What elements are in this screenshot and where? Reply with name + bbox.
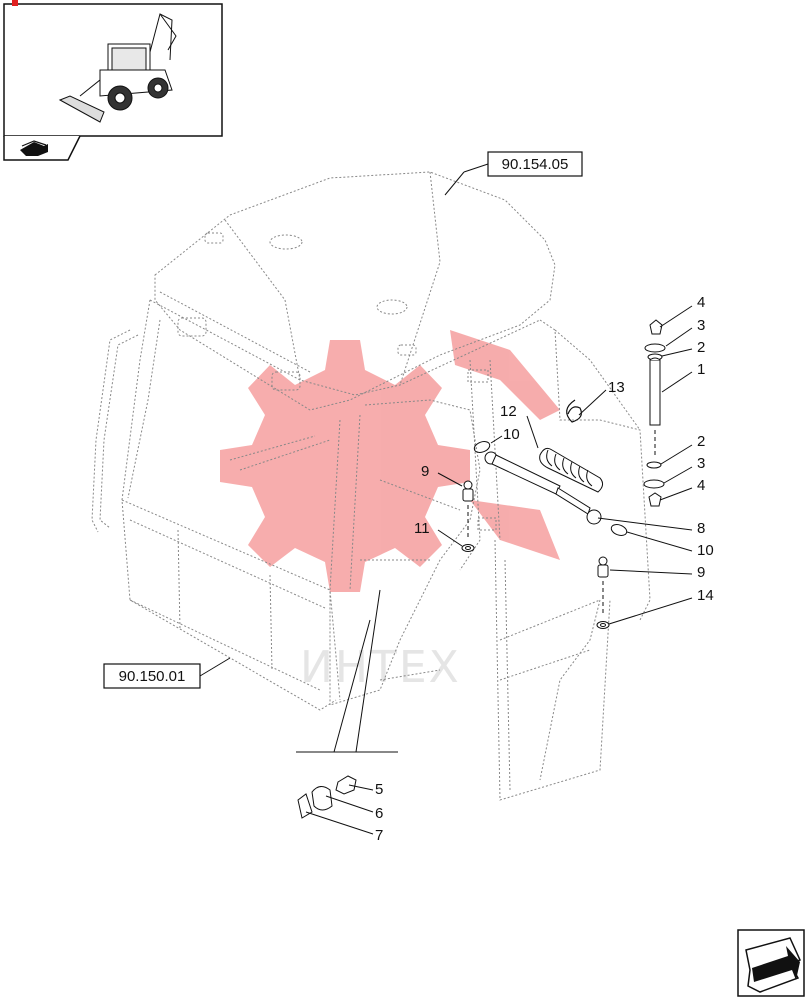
ball-stud-right xyxy=(597,556,609,615)
callout-14: 14 xyxy=(697,587,714,604)
reference-cab-label: 90.150.01 xyxy=(119,668,186,685)
callout-8: 8 xyxy=(697,520,705,537)
callout-3: 3 xyxy=(697,317,705,334)
washer-14 xyxy=(596,621,610,629)
callout-7: 7 xyxy=(375,827,383,844)
callout-4: 4 xyxy=(697,294,705,311)
callout-9: 9 xyxy=(421,463,429,480)
nut-bottom xyxy=(648,492,662,507)
ball-stud-left xyxy=(462,480,474,540)
backhoe-loader-thumbnail xyxy=(12,0,177,123)
callout-10: 10 xyxy=(503,426,520,443)
callout-13: 13 xyxy=(608,379,625,396)
callout-4: 4 xyxy=(697,477,705,494)
callout-3: 3 xyxy=(697,455,705,472)
reference-roof[interactable]: 90.154.05 xyxy=(487,151,583,177)
callout-12: 12 xyxy=(500,403,517,420)
door-hinge-upper xyxy=(467,369,497,531)
plate xyxy=(297,793,313,819)
book-arrow-icon xyxy=(20,140,48,156)
bellows xyxy=(539,447,604,493)
washer-bottom xyxy=(643,479,665,489)
rod-assembly xyxy=(643,319,666,507)
callout-2: 2 xyxy=(697,339,705,356)
watermark-text: ИНТЕХ xyxy=(300,642,461,693)
nut-top xyxy=(649,319,663,335)
thumbnail-panel[interactable] xyxy=(3,0,223,161)
gas-spring xyxy=(484,451,602,525)
reference-roof-label: 90.154.05 xyxy=(502,156,569,173)
callout-5: 5 xyxy=(375,781,383,798)
retaining-clip-left xyxy=(473,441,491,453)
next-page-arrow-icon[interactable] xyxy=(737,929,805,997)
bolt xyxy=(335,775,357,795)
bracket-clamp xyxy=(311,786,333,811)
watermark: ИНТЕХ xyxy=(220,330,560,693)
reference-cab[interactable]: 90.150.01 xyxy=(103,663,201,689)
washer-11 xyxy=(461,544,475,552)
callout-labels: 4 3 2 1 2 3 4 13 12 10 9 11 8 10 9 14 5 … xyxy=(375,294,714,844)
callout-10: 10 xyxy=(697,542,714,559)
retaining-clip-right xyxy=(610,524,628,536)
callout-1: 1 xyxy=(697,361,705,378)
callout-11: 11 xyxy=(414,520,430,537)
callout-2: 2 xyxy=(697,433,705,450)
callout-6: 6 xyxy=(375,805,383,822)
leader-lines xyxy=(199,163,693,835)
rod xyxy=(649,359,661,426)
bracket-detail xyxy=(296,589,398,819)
spring-clip xyxy=(566,399,582,423)
washer-top xyxy=(644,343,666,353)
callout-9: 9 xyxy=(697,564,705,581)
bushing-bottom xyxy=(646,461,662,469)
cab-outline xyxy=(91,171,651,801)
watermark-gear-icon xyxy=(220,330,560,592)
